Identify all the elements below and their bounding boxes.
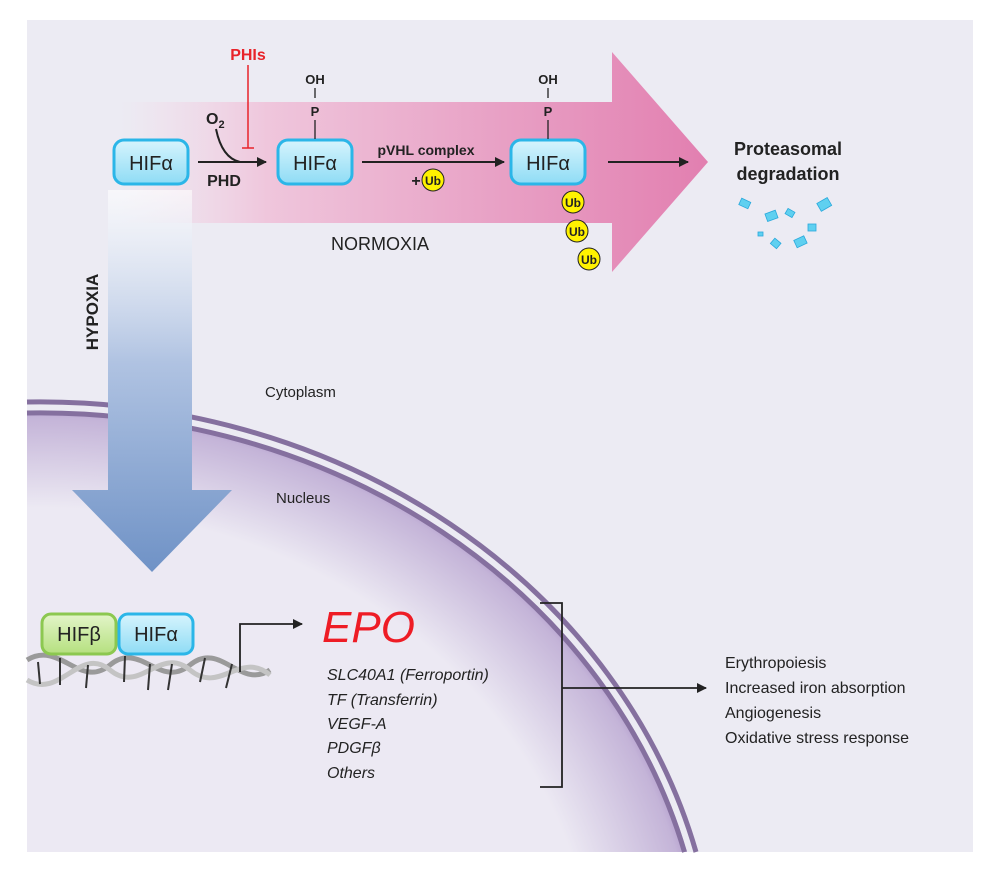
epo-label: EPO bbox=[322, 603, 415, 652]
effect-item: Angiogenesis bbox=[725, 705, 821, 722]
gene-item: SLC40A1 (Ferroportin) bbox=[327, 667, 489, 684]
gene-item: Others bbox=[327, 765, 375, 782]
protein-fragments-icon bbox=[738, 196, 833, 250]
oxygen-curve bbox=[215, 128, 241, 163]
phis-label: PHIs bbox=[230, 47, 266, 64]
svg-text:Ub: Ub bbox=[425, 174, 441, 188]
target-gene-list: SLC40A1 (Ferroportin) TF (Transferrin) V… bbox=[327, 667, 489, 782]
gene-item: TF (Transferrin) bbox=[327, 692, 438, 709]
degradation-label: degradation bbox=[736, 164, 839, 184]
hif-alpha-box-3: HIFα bbox=[509, 138, 587, 186]
p-label-1: P bbox=[311, 104, 320, 119]
effect-item: Oxidative stress response bbox=[725, 730, 909, 747]
oh-label-1: OH bbox=[305, 72, 325, 87]
svg-text:Ub: Ub bbox=[565, 196, 581, 210]
oxygen-label: O2 bbox=[206, 111, 225, 131]
nucleus-label: Nucleus bbox=[276, 490, 330, 507]
svg-text:HIFα: HIFα bbox=[134, 624, 178, 646]
ub-chain: Ub Ub Ub bbox=[561, 190, 601, 271]
svg-text:Ub: Ub bbox=[581, 253, 597, 267]
effect-item: Increased iron absorption bbox=[725, 680, 906, 697]
svg-text:Ub: Ub bbox=[569, 225, 585, 239]
hypoxia-label: HYPOXIA bbox=[83, 274, 102, 351]
proteasomal-label: Proteasomal bbox=[734, 139, 842, 159]
hif-alpha-box-2: HIFα bbox=[276, 138, 354, 186]
gene-item: PDGFβ bbox=[327, 740, 381, 757]
pvhl-label: pVHL complex bbox=[378, 142, 475, 158]
effects-list: Erythropoiesis Increased iron absorption… bbox=[725, 655, 909, 747]
gene-bracket bbox=[540, 602, 563, 788]
plus-sign: + bbox=[411, 173, 420, 190]
hif-alpha-box-nucleus: HIFα bbox=[117, 612, 195, 656]
cytoplasm-label: Cytoplasm bbox=[265, 384, 336, 401]
transcription-arrow bbox=[239, 619, 303, 672]
svg-text:HIFβ: HIFβ bbox=[57, 624, 101, 646]
hif-beta-box: HIFβ bbox=[40, 612, 118, 656]
oh-label-2: OH bbox=[538, 72, 558, 87]
hypoxia-arrow bbox=[72, 190, 232, 572]
hif-alpha-box-1: HIFα bbox=[112, 138, 190, 186]
p-label-2: P bbox=[544, 104, 553, 119]
ub-badge-reagent: Ub bbox=[421, 168, 445, 192]
svg-text:HIFα: HIFα bbox=[526, 153, 570, 175]
gene-item: VEGF-A bbox=[327, 716, 387, 733]
effect-item: Erythropoiesis bbox=[725, 655, 826, 672]
dna-helix-icon bbox=[25, 652, 272, 691]
normoxia-label: NORMOXIA bbox=[331, 234, 429, 254]
svg-text:HIFα: HIFα bbox=[293, 153, 337, 175]
phd-label: PHD bbox=[207, 173, 241, 190]
svg-text:HIFα: HIFα bbox=[129, 153, 173, 175]
